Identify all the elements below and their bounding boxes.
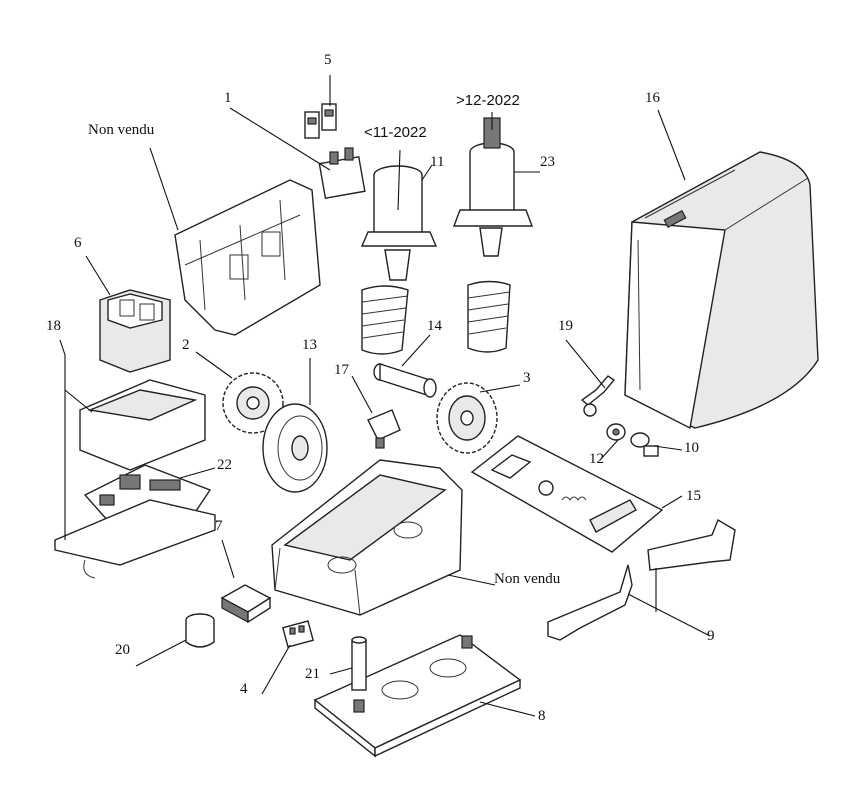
motor-new [452, 117, 534, 353]
part-label-14: 14 [427, 318, 442, 334]
part-label-15: 15 [686, 488, 701, 504]
note-after-date: >12-2022 [456, 92, 520, 109]
key [630, 432, 659, 457]
part-label-3: 3 [523, 370, 531, 386]
part-label-10: 10 [684, 440, 699, 456]
part-label-16: 16 [645, 90, 660, 106]
part-label-22: 22 [217, 457, 232, 473]
terminal-block [281, 620, 315, 648]
part-label-7: 7 [215, 518, 223, 534]
part-label-2: 2 [182, 337, 190, 353]
part-label-9: 9 [707, 628, 715, 644]
part-label-1: 1 [224, 90, 232, 106]
part-label-8: 8 [538, 708, 546, 724]
part-label-19: 19 [558, 318, 573, 334]
base-plate [313, 634, 522, 758]
part-label-18: 18 [46, 318, 61, 334]
part-label-23: 23 [540, 154, 555, 170]
key-lever [580, 375, 616, 417]
part-label-12: 12 [589, 451, 604, 467]
bearing-cover [262, 403, 328, 493]
pinion-gear [222, 372, 284, 434]
output-shaft [373, 363, 437, 398]
limit-switch [318, 147, 366, 200]
part-label-6: 6 [74, 235, 82, 251]
part-label-20: 20 [115, 642, 130, 658]
part-label-21: 21 [305, 666, 320, 682]
note-non-vendu-housing: Non vendu [494, 571, 561, 587]
control-box-cover [79, 379, 206, 471]
rubber-stopper [185, 613, 215, 648]
anchor-bolt [351, 636, 367, 691]
part-label-4: 4 [240, 681, 248, 697]
connector-pair [304, 103, 337, 139]
capacitor [220, 584, 272, 624]
lock-cylinder [606, 423, 626, 441]
release-lever [367, 409, 401, 449]
part-label-11: 11 [430, 154, 445, 170]
frame-bracket [174, 179, 321, 336]
part-label-17: 17 [334, 362, 349, 378]
gearbox-housing [271, 459, 463, 616]
limit-cams [547, 518, 736, 641]
motor-old [360, 165, 438, 355]
worm-wheel [436, 382, 498, 454]
note-non-vendu-frame: Non vendu [88, 122, 155, 138]
control-box-base [54, 499, 216, 579]
note-before-date: <11-2022 [364, 124, 427, 141]
part-label-5: 5 [324, 52, 332, 68]
part-label-13: 13 [302, 337, 317, 353]
leader-lines [59, 75, 711, 717]
release-kit [470, 435, 664, 553]
cover-housing [624, 151, 819, 430]
transformer [99, 289, 171, 373]
